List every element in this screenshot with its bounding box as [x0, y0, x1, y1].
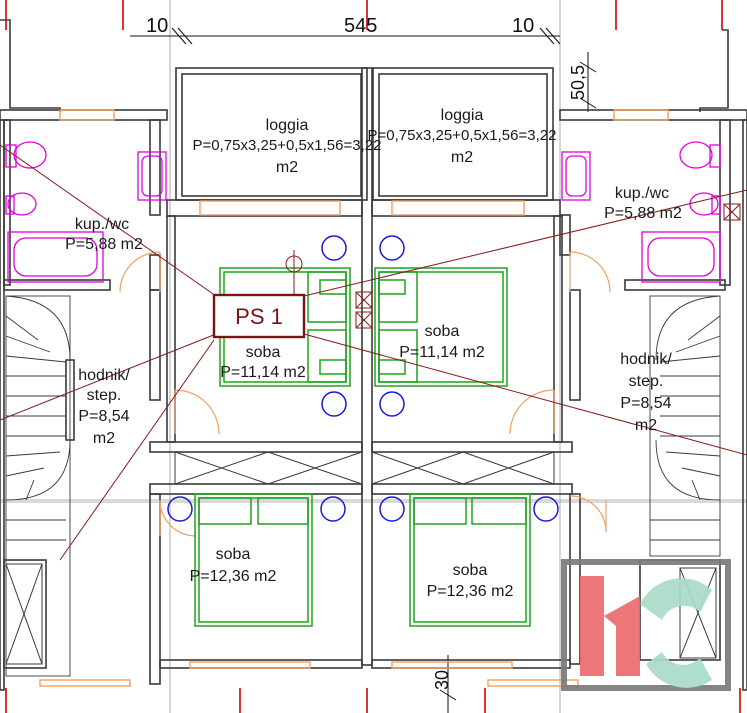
loggia-right-area: P=0,75x3,25+0,5x1,56=3,22 [368, 127, 557, 144]
hodnik-left-line2: step. [87, 387, 122, 404]
bed-bottom-left [194, 493, 313, 627]
kup-left-name: kup./wc [75, 216, 129, 233]
window-sills [39, 109, 669, 687]
soba-bottom-right-name: soba [453, 562, 488, 579]
section-lines [0, 144, 747, 561]
kup-left-area: P=5,88 m2 [65, 236, 143, 253]
bed-mid-right [374, 267, 508, 387]
soba-mid-right-area: P=11,14 m2 [399, 344, 485, 361]
staircase-right [649, 295, 721, 557]
doors [119, 251, 611, 537]
loggia-right-unit: m2 [451, 149, 473, 166]
section-marker-label: PS 1 [235, 304, 283, 329]
loggia-left-name: loggia [266, 117, 309, 134]
axis-ticks [5, 0, 741, 713]
soba-mid-left-area: P=11,14 m2 [220, 364, 306, 381]
hodnik-right-line3: P=8,54 [620, 395, 671, 412]
watermark-logo [561, 559, 731, 691]
bathroom-fixtures-right [561, 141, 721, 283]
room-kup-left: kup./wc P=5,88 m2 [65, 216, 143, 253]
soba-bottom-right-area: P=12,36 m2 [427, 583, 514, 600]
room-hodnik-left: hodnik/ step. P=8,54 m2 [78, 367, 130, 447]
staircase-left [5, 295, 71, 677]
room-loggia-left: loggia P=0,75x3,25+0,5x1,56=3,22 m2 [193, 117, 382, 176]
soba-bottom-left-area: P=12,36 m2 [190, 568, 277, 585]
bathroom-fixtures-left [5, 141, 167, 283]
room-kup-right: kup./wc P=5,88 m2 [604, 185, 682, 222]
dim-top-left: 10 [146, 15, 168, 37]
room-soba-mid-right: soba P=11,14 m2 [399, 323, 485, 361]
dim-top-right: 10 [512, 15, 534, 37]
hodnik-right-line4: m2 [635, 417, 657, 434]
section-marker: PS 1 [212, 293, 306, 339]
hodnik-left-line4: m2 [93, 430, 115, 447]
hodnik-left-line1: hodnik/ [78, 367, 130, 384]
hodnik-left-line3: P=8,54 [78, 408, 129, 425]
dim-top-center: 545 [344, 15, 377, 37]
kup-right-name: kup./wc [615, 185, 669, 202]
room-soba-mid-left: soba P=11,14 m2 [220, 344, 306, 381]
room-loggia-right: loggia P=0,75x3,25+0,5x1,56=3,22 m2 [368, 107, 557, 166]
soba-bottom-left-name: soba [216, 546, 251, 563]
room-hodnik-right: hodnik/ step. P=8,54 m2 [620, 351, 672, 434]
loggia-left-area: P=0,75x3,25+0,5x1,56=3,22 [193, 137, 382, 154]
room-soba-bottom-left: soba P=12,36 m2 [190, 546, 277, 585]
soba-mid-left-name: soba [246, 344, 281, 361]
hodnik-right-line2: step. [629, 373, 664, 390]
room-soba-bottom-right: soba P=12,36 m2 [427, 562, 514, 600]
bed-bottom-right [409, 493, 531, 627]
vent-shafts [355, 203, 741, 329]
dim-bottom-center: 30 [432, 670, 452, 690]
loggia-right-name: loggia [441, 107, 484, 124]
kup-right-area: P=5,88 m2 [604, 205, 682, 222]
loggia-left-unit: m2 [276, 159, 298, 176]
hodnik-right-line1: hodnik/ [620, 351, 672, 368]
soba-mid-right-name: soba [425, 323, 460, 340]
wardrobes [5, 451, 717, 665]
dim-right-upper: 50,5 [568, 65, 588, 100]
light-fixtures [167, 235, 559, 522]
dimension-lines [130, 27, 597, 713]
